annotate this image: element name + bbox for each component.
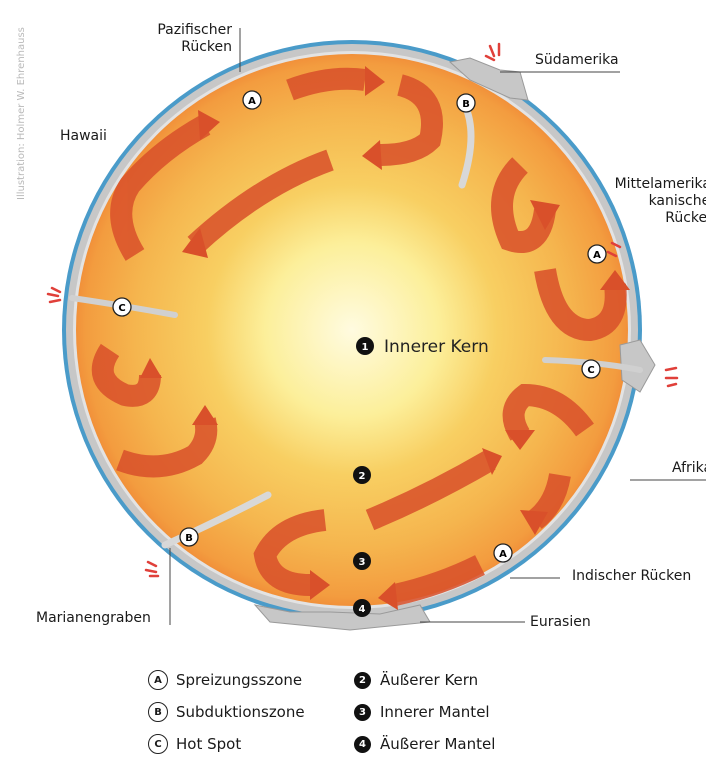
svg-text:A: A <box>499 549 507 560</box>
label-mittel-line3: Rücken <box>606 210 706 227</box>
legend-item-aeusserer-kern: 2 Äußerer Kern <box>354 671 478 689</box>
legend-text: Äußerer Mantel <box>380 735 495 753</box>
legend-item-hot-spot: C Hot Spot <box>148 734 241 754</box>
label-mittelamerikanischer-ruecken: Mittelamerika- kanischer Rücken <box>606 176 706 227</box>
svg-text:C: C <box>587 365 594 376</box>
legend-marker-a: A <box>148 670 168 690</box>
label-hawaii: Hawaii <box>60 128 107 145</box>
label-afrika: Afrika <box>672 460 706 477</box>
label-mittel-line2: kanischer <box>606 193 706 210</box>
legend-marker-4: 4 <box>354 736 371 753</box>
legend-marker-3: 3 <box>354 704 371 721</box>
svg-text:A: A <box>593 250 601 261</box>
legend-text: Spreizungsszone <box>176 671 302 689</box>
marker-c-left: C <box>113 298 131 316</box>
legend-marker-b: B <box>148 702 168 722</box>
marker-c-right: C <box>582 360 600 378</box>
legend-marker-2: 2 <box>354 672 371 689</box>
label-indischer-ruecken: Indischer Rücken <box>572 568 691 585</box>
legend-text: Subduktionszone <box>176 703 305 721</box>
marker-a-bottom: A <box>494 544 512 562</box>
legend-marker-c: C <box>148 734 168 754</box>
svg-text:B: B <box>185 533 193 544</box>
svg-text:4: 4 <box>359 604 366 615</box>
legend-item-aeusserer-mantel: 4 Äußerer Mantel <box>354 735 495 753</box>
svg-text:B: B <box>462 99 470 110</box>
legend-text: Innerer Mantel <box>380 703 490 721</box>
legend-item-subduktionszone: B Subduktionszone <box>148 702 305 722</box>
label-marianengraben: Marianengraben <box>36 610 151 627</box>
layer-marker-2: 2 <box>353 466 371 484</box>
marker-b-top: B <box>457 94 475 112</box>
legend-text: Hot Spot <box>176 735 241 753</box>
label-pazifischer-ruecken: Pazifischer Rücken <box>140 22 232 56</box>
inner-core-label: Innerer Kern <box>384 337 489 357</box>
legend-text: Äußerer Kern <box>380 671 478 689</box>
svg-text:C: C <box>118 303 125 314</box>
svg-text:2: 2 <box>359 471 366 482</box>
label-pazifischer-line1: Pazifischer <box>140 22 232 39</box>
label-suedamerika: Südamerika <box>535 52 619 69</box>
svg-text:1: 1 <box>362 342 369 353</box>
layer-marker-1: 1 <box>356 337 374 355</box>
svg-text:A: A <box>248 96 256 107</box>
label-pazifischer-line2: Rücken <box>140 39 232 56</box>
marker-b-bottom: B <box>180 528 198 546</box>
marker-a-right: A <box>588 245 606 263</box>
svg-text:3: 3 <box>359 557 366 568</box>
legend-item-innerer-mantel: 3 Innerer Mantel <box>354 703 490 721</box>
marker-a-top: A <box>243 91 261 109</box>
legend-item-spreizungszone: A Spreizungsszone <box>148 670 302 690</box>
illustration-credit: Illustration: Holmer W. Ehrenhauss <box>16 27 27 200</box>
label-mittel-line1: Mittelamerika- <box>606 176 706 193</box>
layer-marker-3: 3 <box>353 552 371 570</box>
label-eurasien: Eurasien <box>530 614 591 631</box>
layer-marker-4: 4 <box>353 599 371 617</box>
